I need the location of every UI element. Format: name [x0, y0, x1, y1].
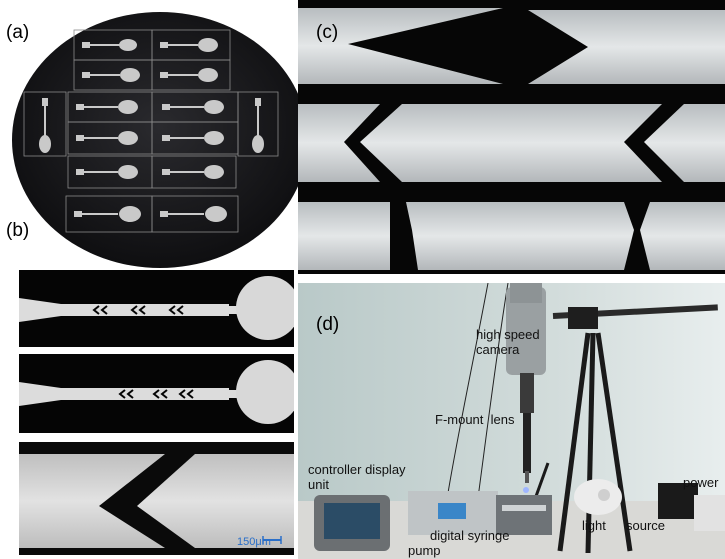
annotation-controller: controller display unit [308, 462, 406, 492]
annotation-camera-line1: high speed [476, 327, 540, 342]
panel-a-label: (a) [6, 22, 30, 43]
wafer-illustration [12, 12, 298, 268]
panel-d-lab-photo [298, 283, 725, 559]
panel-b-micrograph-middle [19, 354, 294, 433]
annotation-source: source [626, 518, 666, 533]
scale-bar-label: 150μm [237, 536, 271, 548]
panel-c-strip-1 [298, 0, 725, 94]
annotation-pump-line2: pump [408, 543, 441, 558]
channel-device-middle [19, 360, 294, 424]
panel-c-strip-3 [298, 190, 725, 274]
annotation-light: light [582, 518, 606, 533]
panel-a-wafer-photo [0, 0, 298, 268]
channel-device-top [19, 276, 294, 340]
panel-c-label: (c) [316, 22, 339, 43]
annotation-pump-line1: digital syringe [430, 528, 510, 543]
channel-strip-3 [298, 202, 725, 270]
panel-b-micrograph-top [19, 270, 294, 347]
channel-strip-2 [298, 104, 725, 182]
channel-strip-1 [298, 8, 725, 84]
annotation-power: power [683, 475, 719, 490]
annotation-camera: high speed camera [476, 327, 540, 357]
panel-b-micrograph-zoom: 150μm [19, 442, 294, 555]
channel-zoom-chevron [19, 454, 294, 548]
annotation-pump: digital syringe pump [408, 528, 510, 558]
annotation-lens: F-mount lens [435, 412, 515, 427]
annotation-controller-line2: unit [308, 477, 329, 492]
annotation-camera-line2: camera [476, 342, 520, 357]
panel-b-label: (b) [6, 220, 30, 241]
annotation-controller-line1: controller display [308, 462, 406, 477]
lab-setup-illustration [298, 283, 725, 559]
panel-c-strip-2 [298, 94, 725, 190]
panel-d-label: (d) [316, 314, 340, 335]
